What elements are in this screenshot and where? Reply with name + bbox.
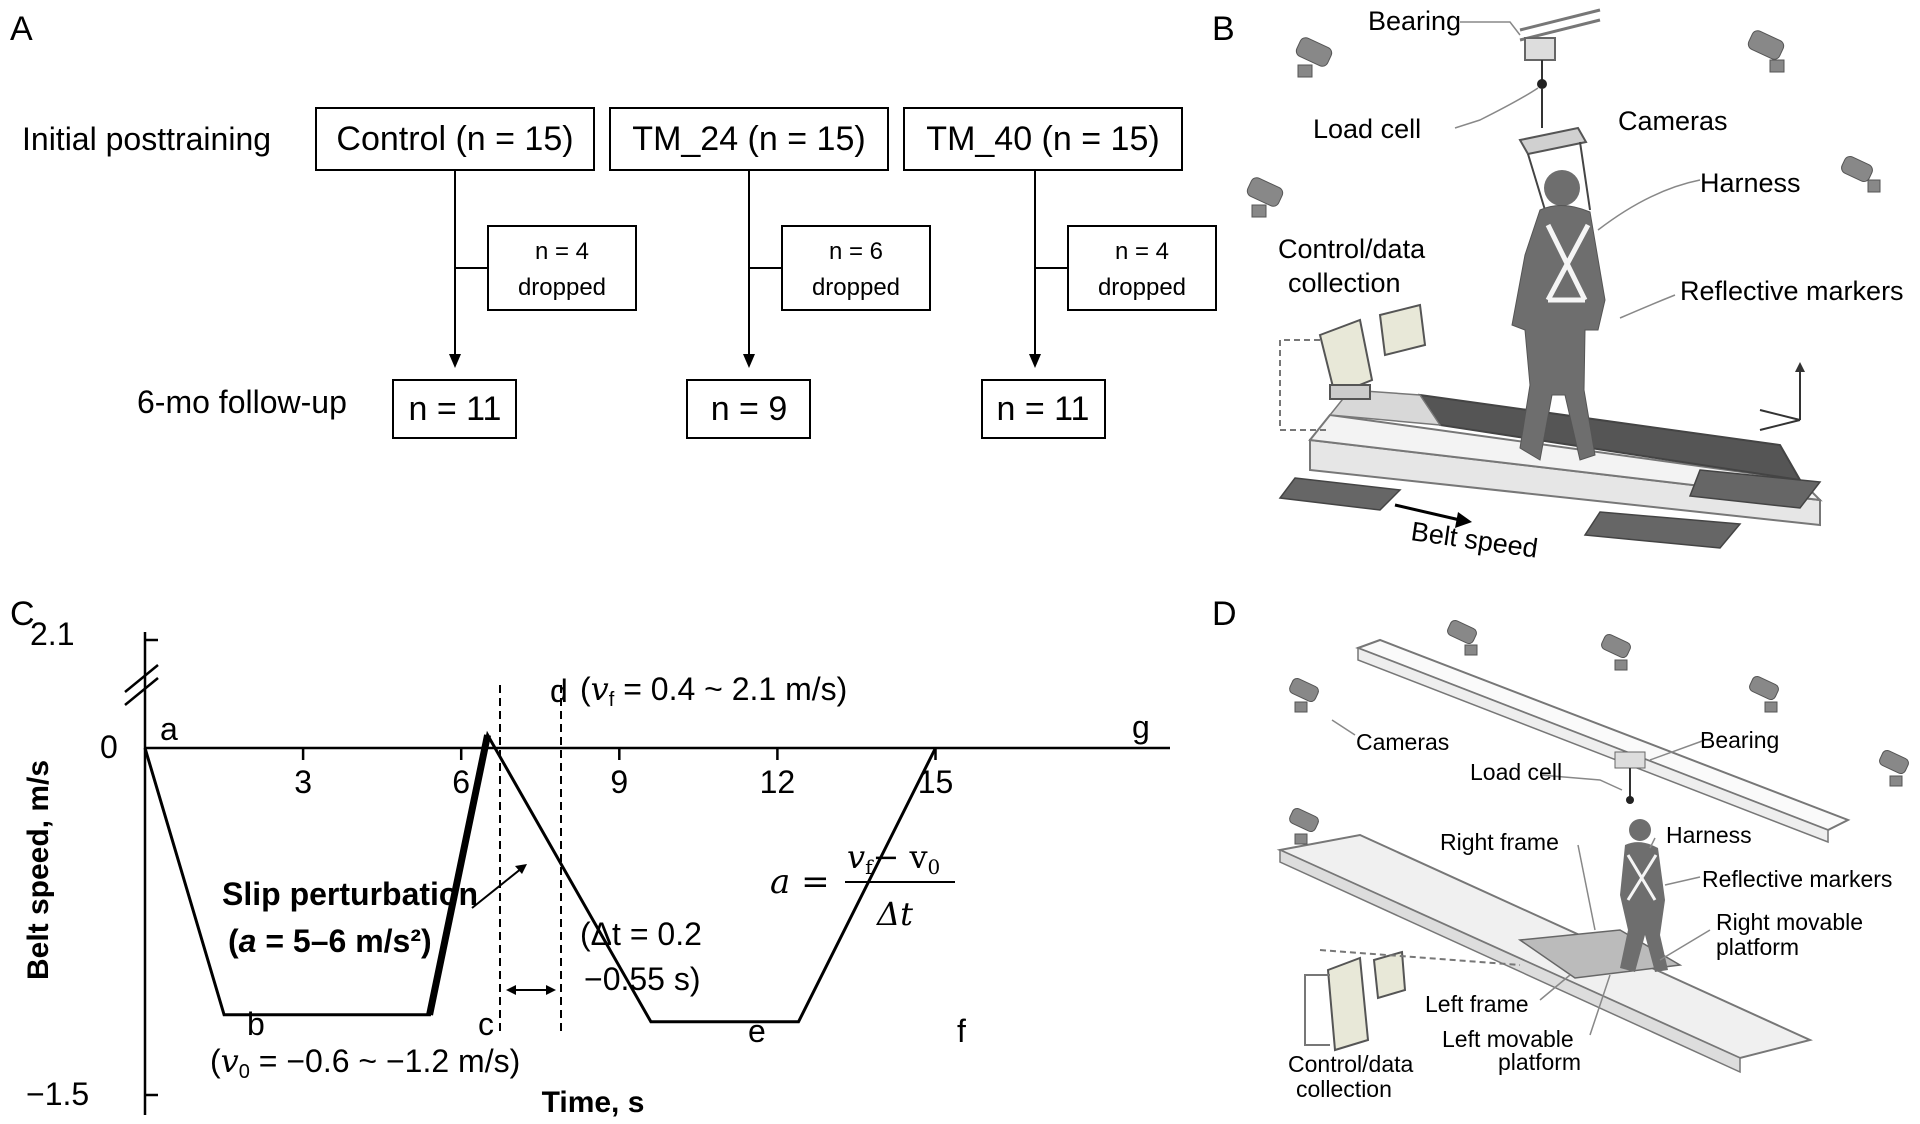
slip-label-2: (a = 5–6 m/s²) bbox=[228, 923, 432, 959]
y-tick-top-label: 2.1 bbox=[30, 616, 74, 652]
tm40-dropped-box bbox=[1067, 225, 1217, 311]
b-belt-speed-label: Belt speed bbox=[1409, 516, 1540, 563]
d-bearing-label: Bearing bbox=[1700, 727, 1779, 753]
control-followup-box bbox=[392, 379, 517, 439]
panel-c-letter: C bbox=[10, 595, 35, 633]
d-load-cell-label: Load cell bbox=[1470, 759, 1562, 785]
control-group-box bbox=[315, 107, 595, 171]
tm24-followup-box bbox=[686, 379, 811, 439]
x-tick-label-3: 3 bbox=[294, 764, 312, 800]
d-control-label-1: Control/data bbox=[1288, 1051, 1414, 1077]
point-e-label: e bbox=[748, 1013, 766, 1049]
svg-text:a =: a = bbox=[770, 862, 830, 902]
control-dropped-n: n = 4 bbox=[535, 238, 589, 265]
initial-posttraining-label: Initial posttraining bbox=[22, 121, 271, 157]
x-axis-label: Time, s bbox=[542, 1086, 645, 1119]
tm24-followup-label: n = 9 bbox=[711, 390, 788, 428]
tm24-dropped-label: dropped bbox=[812, 274, 900, 301]
b-control-label-1: Control/data bbox=[1278, 234, 1426, 264]
y-axis-break-1 bbox=[124, 664, 159, 693]
y-axis-label: Belt speed, m/s bbox=[22, 760, 55, 980]
tm40-followup-box bbox=[981, 379, 1106, 439]
point-c-label: c bbox=[478, 1006, 494, 1042]
followup-label: 6-mo follow-up bbox=[137, 384, 347, 420]
b-cameras-label: Cameras bbox=[1618, 106, 1728, 136]
tm24-group-label: TM_24 (n = 15) bbox=[632, 120, 865, 158]
panel-a-letter: A bbox=[10, 10, 33, 48]
slip-label-1: Slip perturbation bbox=[222, 876, 478, 912]
vf-annotation: (vf = 0.4 ~ 2.1 m/s) bbox=[580, 670, 847, 711]
tm24-dropped-box bbox=[781, 225, 931, 311]
d-markers-label: Reflective markers bbox=[1702, 866, 1892, 892]
b-load-cell-label: Load cell bbox=[1313, 114, 1421, 144]
x-tick-label-15: 15 bbox=[918, 764, 954, 800]
d-left-frame-label: Left frame bbox=[1425, 991, 1529, 1017]
b-control-label-2: collection bbox=[1288, 268, 1401, 298]
treadmill-illustration bbox=[1246, 8, 1881, 549]
d-control-label-2: collection bbox=[1296, 1076, 1392, 1102]
slip-pointer-arrow bbox=[471, 864, 527, 909]
tm24-group-box bbox=[609, 107, 889, 171]
x-tick-label-6: 6 bbox=[452, 764, 470, 800]
slip-segment bbox=[426, 734, 491, 1016]
point-g-label: g bbox=[1132, 709, 1150, 745]
control-dropped-box bbox=[487, 225, 637, 311]
tm40-dropped-n: n = 4 bbox=[1115, 238, 1169, 265]
belt-speed-series bbox=[143, 730, 937, 1024]
acceleration-equation: a = vf− v0 Δt bbox=[770, 838, 955, 933]
x-tick-label-12: 12 bbox=[760, 764, 796, 800]
d-left-movable-label-1: Left movable bbox=[1442, 1026, 1574, 1052]
flow-arrows bbox=[449, 170, 1068, 368]
d-left-movable-label-2: platform bbox=[1498, 1049, 1581, 1075]
y-tick-zero-label: 0 bbox=[100, 729, 118, 765]
d-right-movable-label-2: platform bbox=[1716, 934, 1799, 960]
panel-b-letter: B bbox=[1212, 10, 1235, 48]
panel-d-letter: D bbox=[1212, 595, 1237, 633]
d-right-movable-label-1: Right movable bbox=[1716, 909, 1863, 935]
point-f-label: f bbox=[957, 1013, 966, 1049]
d-harness-label: Harness bbox=[1666, 822, 1752, 848]
y-tick-bottom-label: −1.5 bbox=[26, 1076, 89, 1112]
svg-text:vf− v0: vf− v0 bbox=[847, 838, 940, 879]
svg-text:Δt: Δt bbox=[875, 895, 913, 933]
delta-t-arrow bbox=[506, 985, 556, 995]
x-tick-label-9: 9 bbox=[610, 764, 628, 800]
d-right-frame-label: Right frame bbox=[1440, 829, 1559, 855]
b-bearing-label: Bearing bbox=[1368, 6, 1461, 36]
belt-speed-chart: 3 6 9 12 15 bbox=[124, 632, 1170, 1115]
tm40-group-label: TM_40 (n = 15) bbox=[926, 120, 1159, 158]
walkway-illustration bbox=[1276, 619, 1909, 1074]
point-b-label: b bbox=[247, 1006, 265, 1042]
point-a-label: a bbox=[160, 711, 178, 747]
y-axis-break-2 bbox=[124, 677, 159, 706]
tm40-group-box bbox=[903, 107, 1183, 171]
tm40-dropped-label: dropped bbox=[1098, 274, 1186, 301]
b-harness-label: Harness bbox=[1700, 168, 1801, 198]
dt-label-1: (Δt = 0.2 bbox=[580, 916, 702, 952]
point-d-label: d bbox=[550, 673, 568, 709]
control-followup-label: n = 11 bbox=[409, 390, 502, 428]
b-markers-label: Reflective markers bbox=[1680, 276, 1904, 306]
control-dropped-label: dropped bbox=[518, 274, 606, 301]
control-group-label: Control (n = 15) bbox=[336, 120, 573, 158]
tm24-dropped-n: n = 6 bbox=[829, 238, 883, 265]
d-cameras-label: Cameras bbox=[1356, 729, 1449, 755]
v0-annotation: (v0 = −0.6 ~ −1.2 m/s) bbox=[210, 1042, 520, 1083]
tm40-followup-label: n = 11 bbox=[997, 390, 1090, 428]
dt-label-2: −0.55 s) bbox=[584, 961, 701, 997]
